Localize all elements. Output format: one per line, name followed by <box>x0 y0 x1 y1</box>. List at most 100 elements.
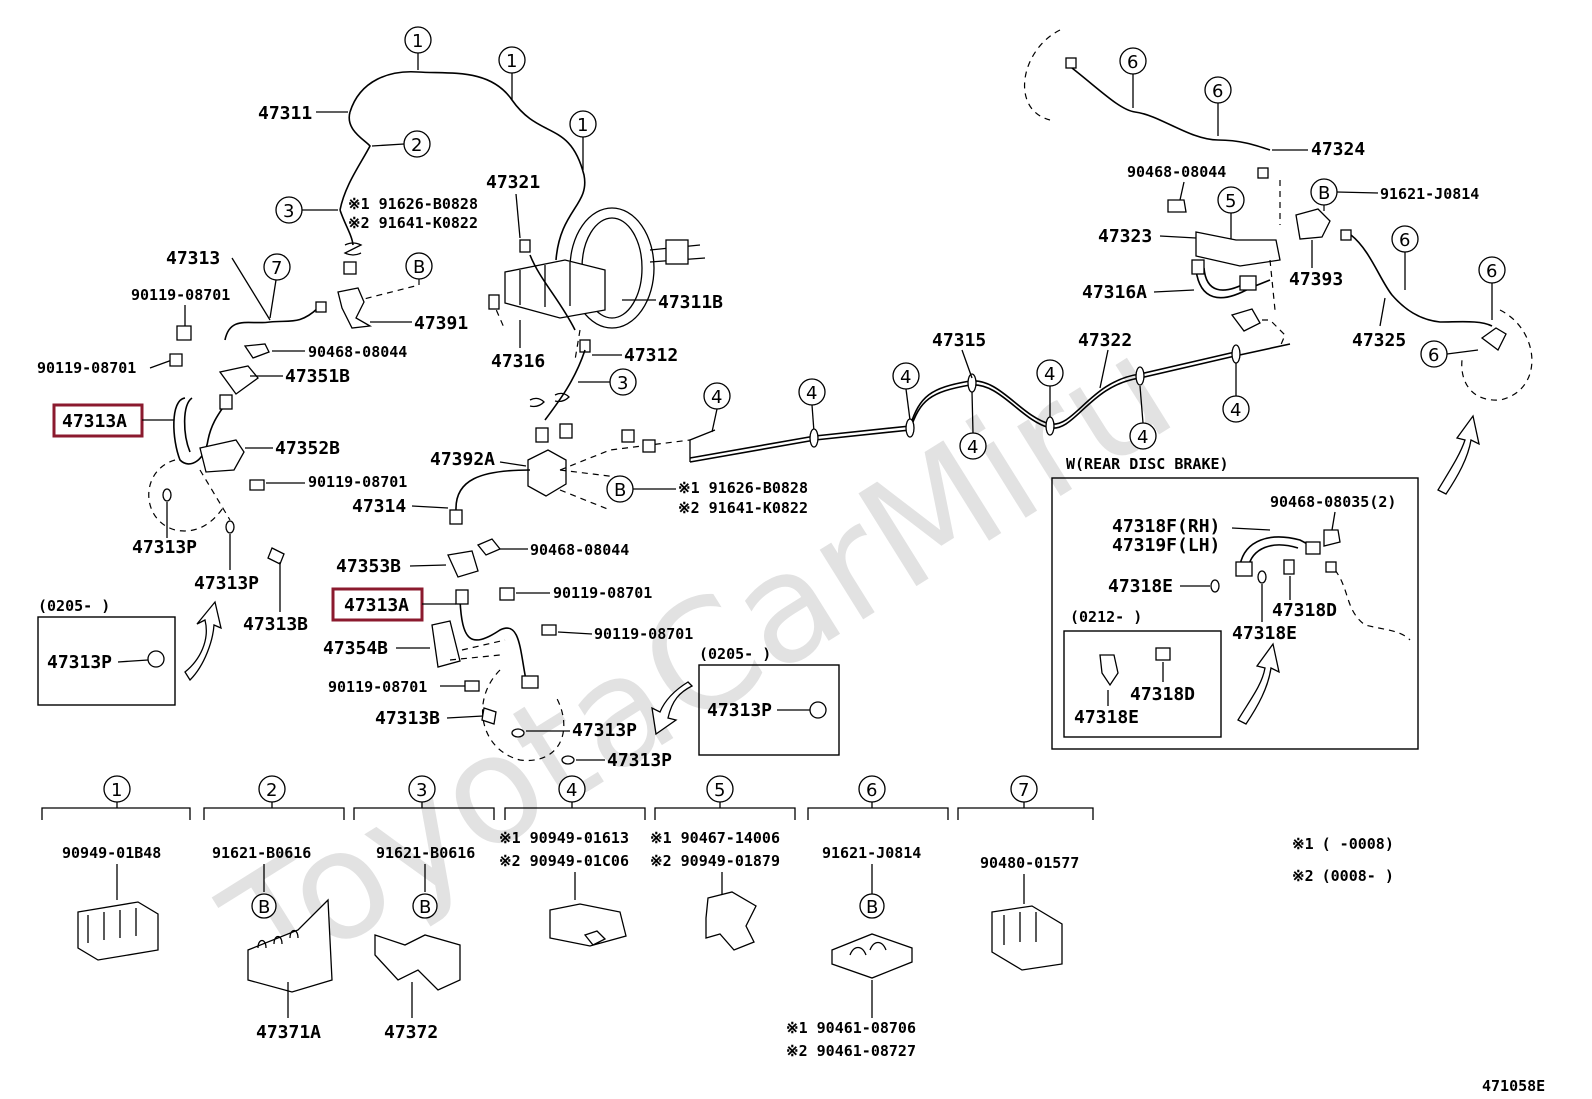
label-47311B: 47311B <box>658 292 723 313</box>
clamp-3-part: 91621-B0616 <box>376 844 475 862</box>
callout-4-d: 4 <box>959 432 987 460</box>
callout-4-g: 4 <box>1222 395 1250 423</box>
svg-text:4: 4 <box>711 387 722 408</box>
label-90119-f: 90119-08701 <box>328 678 427 696</box>
master-cylinder[interactable] <box>504 259 606 319</box>
clip-90468-c[interactable] <box>1167 199 1187 213</box>
callout-7-a: 7 <box>263 253 291 281</box>
svg-text:B: B <box>258 897 270 918</box>
clamp-6-B: B <box>859 893 885 919</box>
label-47318E-1: 47318E <box>1108 576 1173 597</box>
clip-90468-b[interactable] <box>476 538 502 556</box>
label-47313A-left[interactable]: 47313A <box>62 411 127 432</box>
bracket-47354B[interactable] <box>431 620 461 668</box>
bracket-47353B[interactable] <box>447 550 479 578</box>
clamp-4-icon[interactable] <box>549 903 627 947</box>
label-47313A-right[interactable]: 47313A <box>344 595 409 616</box>
label-47352B: 47352B <box>275 438 340 459</box>
label-47313P-b: 47313P <box>194 573 259 594</box>
label-47391: 47391 <box>414 313 468 334</box>
clamp-6-icon[interactable] <box>831 933 913 979</box>
clamp-1-icon[interactable] <box>77 901 159 961</box>
clamp-2-B: B <box>251 893 277 919</box>
note-1: ※1( -0008) <box>1292 835 1394 853</box>
svg-text:1: 1 <box>506 51 517 72</box>
label-47318F: 47318F(RH) <box>1112 516 1220 537</box>
tube-47315[interactable] <box>689 343 1291 463</box>
svg-text:6: 6 <box>1212 81 1223 102</box>
tube-47324[interactable] <box>1071 67 1271 151</box>
clamp-5-part-1: ※1 90467-14006 <box>650 829 780 847</box>
clamp-6-bottom-2: ※2 90461-08727 <box>786 1042 916 1060</box>
clamp-7-icon[interactable] <box>991 905 1063 971</box>
callout-5: 5 <box>1217 186 1245 214</box>
inset-0205-right-part: 47313P <box>707 700 772 721</box>
junction-47393[interactable] <box>1295 208 1331 240</box>
rear-drum-outline-right <box>1461 309 1533 401</box>
callout-3-a: 3 <box>275 196 303 224</box>
clamp-2-part: 91621-B0616 <box>212 844 311 862</box>
tube-47325[interactable] <box>1350 234 1493 327</box>
inset-0205-left-title: (0205- ) <box>38 597 110 615</box>
tube-47313[interactable] <box>224 307 319 341</box>
svg-text:4: 4 <box>806 383 817 404</box>
label-47353B: 47353B <box>336 556 401 577</box>
clamp-6-part: 91621-J0814 <box>822 844 921 862</box>
svg-text:7: 7 <box>271 258 282 279</box>
svg-text:4: 4 <box>900 367 911 388</box>
inset-0212-title: (0212- ) <box>1070 608 1142 626</box>
svg-text:3: 3 <box>283 201 294 222</box>
clamp-4-part-1: ※1 90949-01613 <box>499 829 629 847</box>
rear-disc-brake-box <box>1051 477 1419 750</box>
clamp-5-icon[interactable] <box>705 891 757 951</box>
clamp-3-icon[interactable] <box>374 934 461 991</box>
label-90119-c: 90119-08701 <box>308 473 407 491</box>
rear-disc-title: W(REAR DISC BRAKE) <box>1066 455 1229 473</box>
table-key-5: 5 <box>706 775 734 803</box>
svg-text:B: B <box>614 480 626 501</box>
inset-0205-left <box>37 616 176 706</box>
callout-4-a: 4 <box>703 382 731 410</box>
hose-47313A-right[interactable] <box>459 599 527 681</box>
svg-text:3: 3 <box>617 373 628 394</box>
table-key-6: 6 <box>858 775 886 803</box>
label-91626-a: ※1 91626-B0828 <box>348 195 478 213</box>
arrow-up-right-b <box>1437 414 1480 495</box>
label-47316: 47316 <box>491 351 545 372</box>
inset-0205-right-title: (0205- ) <box>699 645 771 663</box>
label-91641-b: ※2 91641-K0822 <box>678 499 808 517</box>
svg-text:3: 3 <box>416 780 427 801</box>
inset-0205-left-part: 47313P <box>47 652 112 673</box>
label-47393: 47393 <box>1289 269 1343 290</box>
label-91626-b: ※1 91626-B0828 <box>678 479 808 497</box>
table-key-7: 7 <box>1010 775 1038 803</box>
label-47319F: 47319F(LH) <box>1112 535 1220 556</box>
hose-47318F[interactable] <box>1239 536 1316 566</box>
callout-B-c: B <box>1310 178 1338 206</box>
inset-0205-right <box>698 664 840 756</box>
junction-47392A[interactable] <box>527 449 567 497</box>
hose-47316A[interactable] <box>1195 269 1271 299</box>
bracket-47352B[interactable] <box>199 439 245 473</box>
arrow-up-right-a <box>184 600 222 682</box>
hose-47313A-left[interactable] <box>173 397 229 465</box>
bracket-47323[interactable] <box>1195 231 1281 267</box>
svg-text:4: 4 <box>967 437 978 458</box>
clamp-2-icon[interactable] <box>247 898 333 993</box>
callout-6-d: 6 <box>1478 256 1506 284</box>
bracket-47351B[interactable] <box>218 365 259 395</box>
label-47321: 47321 <box>486 172 540 193</box>
figure-number: 471058E <box>1482 1077 1545 1095</box>
callout-2: 2 <box>403 130 431 158</box>
label-90468-c: 90468-08044 <box>1127 163 1226 181</box>
tube-47311[interactable] <box>349 70 586 261</box>
clamp-1-part: 90949-01B48 <box>62 844 161 862</box>
label-47322: 47322 <box>1078 330 1132 351</box>
arrow-up-right-c <box>1237 642 1280 725</box>
callout-1-a: 1 <box>404 26 432 54</box>
callout-4-f: 4 <box>1129 422 1157 450</box>
bracket-47391[interactable] <box>337 287 373 329</box>
clip-90468-a[interactable] <box>243 343 270 359</box>
svg-text:6: 6 <box>1399 230 1410 251</box>
callout-B-b: B <box>606 475 634 503</box>
